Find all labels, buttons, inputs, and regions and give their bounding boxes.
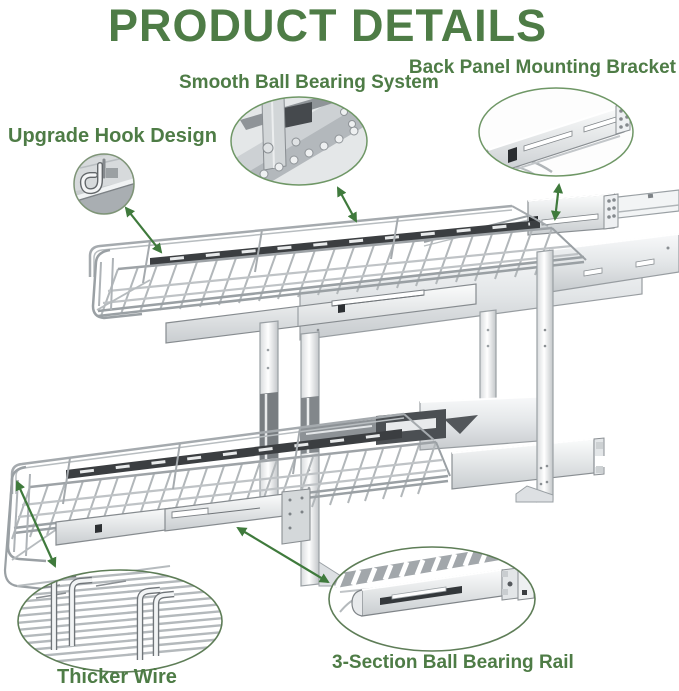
callout-arrows bbox=[15, 182, 564, 584]
mounting-bracket-detail-inset bbox=[478, 87, 634, 177]
callout-label-rail: 3-Section Ball Bearing Rail bbox=[332, 652, 574, 673]
page-title: PRODUCT DETAILS bbox=[108, 0, 548, 51]
callout-label-wire: Thicker Wire bbox=[57, 666, 177, 688]
rail-detail-inset bbox=[328, 546, 536, 652]
top-basket bbox=[88, 189, 679, 344]
hook-detail-inset bbox=[73, 153, 135, 215]
bracket-callout-arrow bbox=[550, 182, 564, 222]
hook-callout-arrow bbox=[124, 206, 163, 254]
front-right-post bbox=[515, 249, 554, 503]
callout-label-hook: Upgrade Hook Design bbox=[8, 125, 217, 147]
thicker-wire-detail-inset bbox=[17, 569, 223, 673]
bottom-basket bbox=[3, 395, 605, 591]
rail-callout-arrow bbox=[236, 526, 330, 584]
callout-label-bearing: Smooth Ball Bearing System bbox=[179, 72, 439, 93]
ball-bearing-detail-inset bbox=[230, 96, 368, 186]
wire-callout-arrow bbox=[15, 480, 57, 568]
bearing-callout-arrow bbox=[337, 186, 357, 223]
callout-label-bracket: Back Panel Mounting Bracket bbox=[408, 57, 676, 78]
